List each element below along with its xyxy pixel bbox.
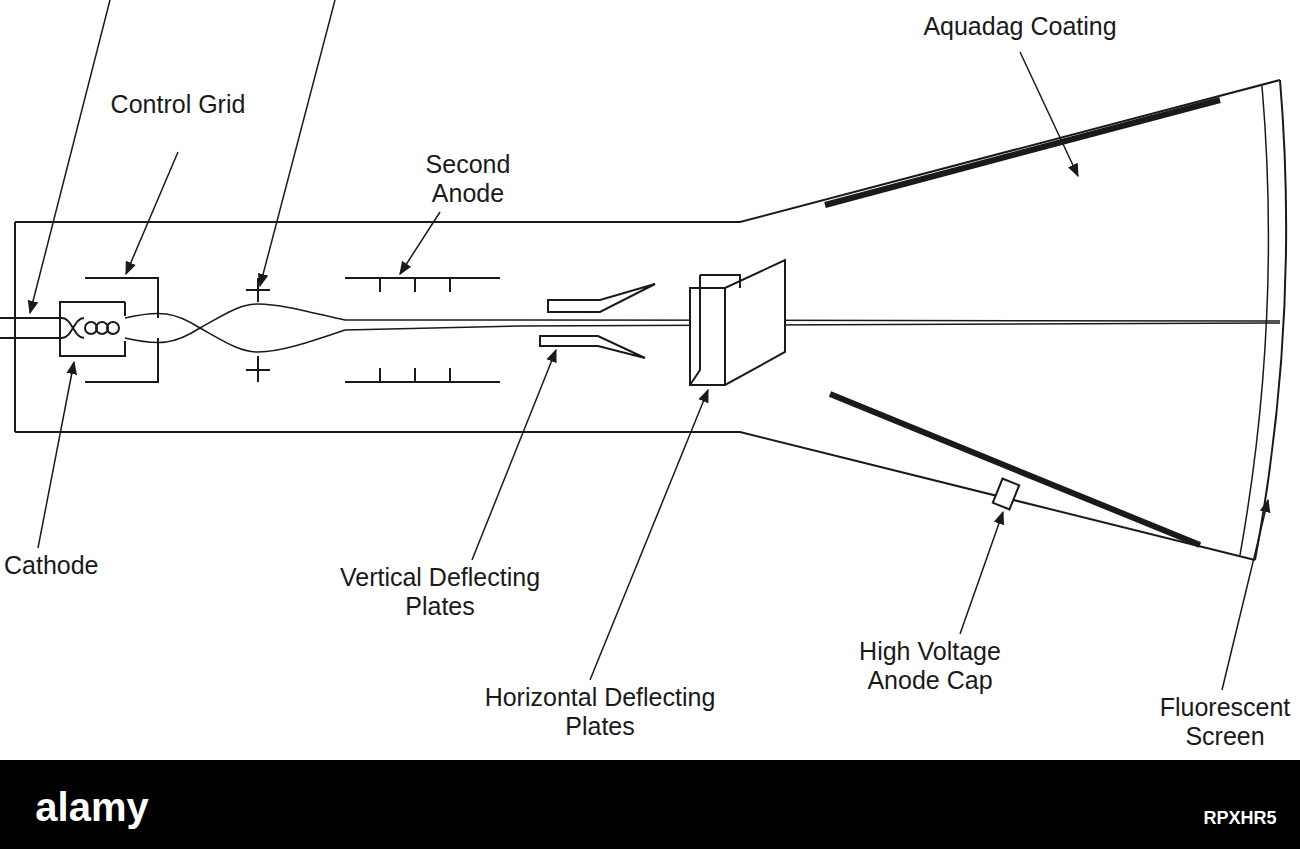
vertical-deflecting-plate	[548, 284, 655, 312]
part-label: High Voltage Anode Cap	[830, 637, 1030, 695]
leader-line	[590, 390, 708, 680]
tube-envelope	[15, 80, 1280, 222]
part-label: Control Grid	[108, 90, 248, 119]
leader-line	[126, 152, 178, 274]
tube-envelope	[15, 432, 1255, 560]
watermark: alamy	[7, 785, 177, 829]
horizontal-deflecting-plate	[700, 275, 740, 385]
leader-line	[30, 0, 110, 313]
part-label: Cathode	[4, 551, 88, 580]
control-grid	[85, 278, 158, 382]
horizontal-deflecting-plate	[690, 275, 700, 385]
anode-cap	[993, 479, 1019, 510]
watermark: RPXHR5	[1185, 807, 1295, 829]
cathode-sleeve	[60, 302, 125, 356]
second-anode	[345, 278, 500, 292]
tube-envelope	[14, 222, 16, 432]
leader-line	[260, 0, 335, 286]
leader-line	[960, 512, 1003, 634]
leader-line	[1222, 500, 1268, 690]
first-anode	[246, 278, 270, 382]
leader-line	[472, 350, 556, 560]
leader-line	[1020, 52, 1078, 176]
leader-line	[38, 362, 74, 548]
second-anode	[345, 368, 500, 382]
watermark-bar	[0, 760, 1300, 849]
leader-line	[400, 212, 440, 274]
part-label: Vertical Deflecting Plates	[320, 563, 560, 621]
vertical-deflecting-plate	[540, 336, 645, 358]
horizontal-deflecting-plate	[690, 260, 785, 385]
part-label: Fluorescent Screen	[1155, 693, 1295, 751]
part-label: Second Anode	[393, 150, 543, 208]
part-label: Horizontal Deflecting Plates	[470, 683, 730, 741]
heater	[62, 318, 84, 338]
part-label: Aquadag Coating	[890, 12, 1150, 41]
aquadag-coating	[830, 394, 1200, 545]
fluorescent-screen	[1255, 80, 1286, 560]
aquadag-coating	[825, 100, 1220, 205]
cathode	[0, 318, 62, 338]
heater-coil	[107, 322, 119, 334]
